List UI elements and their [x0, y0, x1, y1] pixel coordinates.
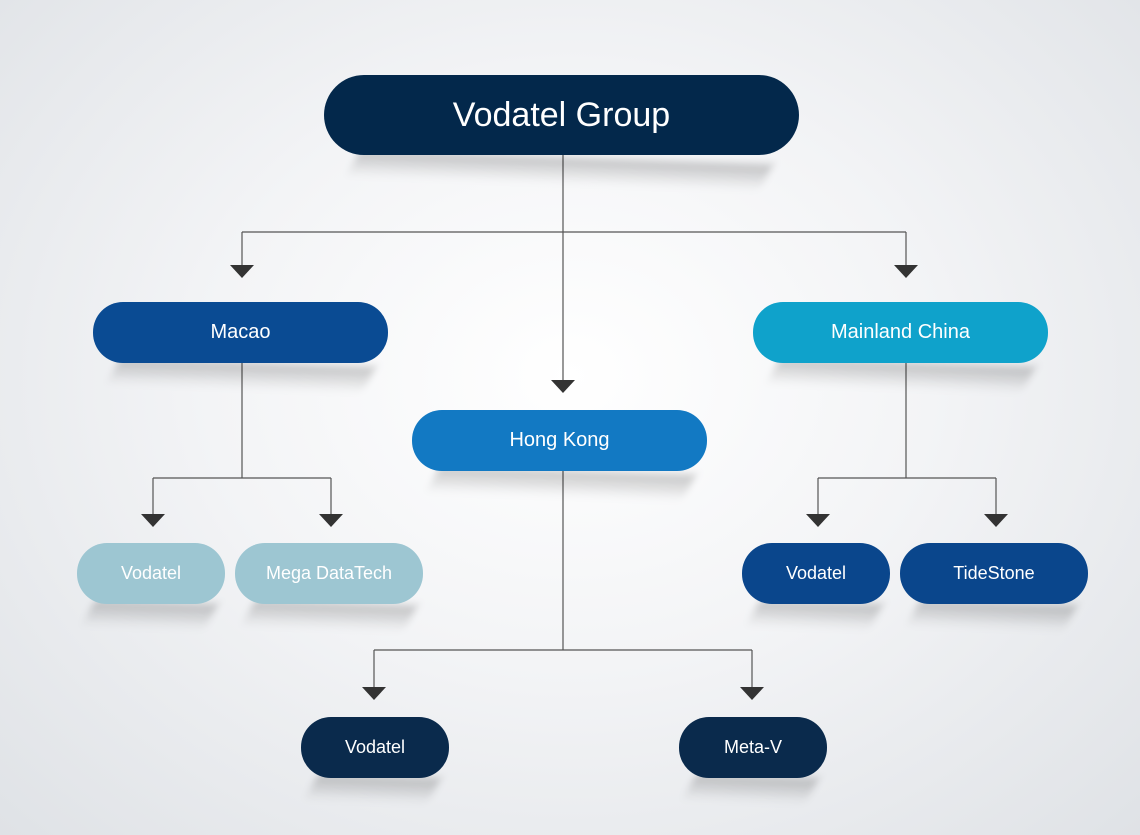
region-node-mainland-china: Mainland China	[753, 302, 1048, 363]
arrow-down-icon	[230, 265, 254, 278]
macao-child-mega-datatech: Mega DataTech	[235, 543, 423, 604]
meta-v-shadow	[682, 774, 819, 805]
arrow-down-icon	[319, 514, 343, 527]
mainland-child-vodatel: Vodatel	[742, 543, 890, 604]
macao-vodatel-shadow	[81, 600, 218, 631]
arrow-down-icon	[740, 687, 764, 700]
tidestone-shadow	[906, 600, 1078, 632]
mainland-child-tidestone: TideStone	[900, 543, 1088, 604]
region-node-hong-kong: Hong Kong	[412, 410, 707, 471]
arrow-down-icon	[551, 380, 575, 393]
hong-kong-child-meta-v: Meta-V	[679, 717, 827, 778]
macao-child-vodatel: Vodatel	[77, 543, 225, 604]
hong-kong-child-vodatel: Vodatel	[301, 717, 449, 778]
hk-vodatel-shadow	[304, 774, 441, 805]
arrow-down-icon	[984, 514, 1008, 527]
mainland-vodatel-shadow	[746, 600, 883, 631]
region-node-macao: Macao	[93, 302, 388, 363]
arrow-down-icon	[362, 687, 386, 700]
root-node-vodatel-group: Vodatel Group	[324, 75, 799, 155]
arrow-down-icon	[141, 514, 165, 527]
arrow-down-icon	[806, 514, 830, 527]
arrow-down-icon	[894, 265, 918, 278]
